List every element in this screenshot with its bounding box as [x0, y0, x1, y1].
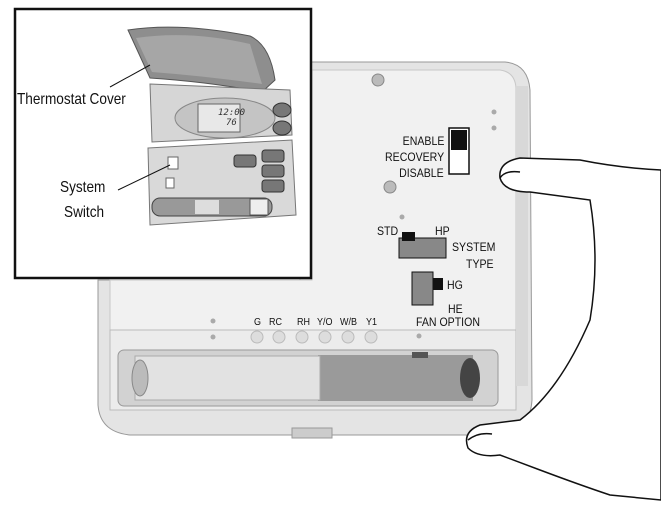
terminal-label-y1: Y1 [366, 317, 378, 328]
inset-thermostat-view [13, 7, 313, 280]
system-switch-label-2: Switch [64, 204, 105, 221]
system-switch-icon [167, 156, 179, 170]
terminal-label-g: G [254, 317, 262, 328]
battery-icon [117, 349, 499, 407]
recovery-label: RECOVERY [384, 150, 444, 164]
enable-label: ENABLE [402, 134, 444, 148]
thermostat-cover-label: Thermostat Cover [17, 91, 126, 108]
hg-label: HG [447, 278, 463, 292]
terminal-label-rh: RH [297, 317, 311, 328]
he-label: HE [448, 302, 463, 316]
hp-label: HP [435, 224, 450, 238]
lcd-temperature: 76 [226, 118, 237, 128]
system-switch-label-1: System [60, 179, 106, 196]
fan-option-switch[interactable] [411, 271, 443, 306]
system-type-label-2: TYPE [466, 257, 494, 271]
std-label: STD [377, 224, 399, 238]
terminal-label-yo: Y/O [317, 317, 333, 328]
terminal-label-rc: RC [269, 317, 283, 328]
hand-illustration [465, 157, 661, 501]
system-type-switch[interactable] [398, 232, 447, 259]
terminal-label-wb: W/B [340, 317, 358, 328]
recovery-switch[interactable] [448, 127, 470, 175]
lcd-time: 12:00 [218, 108, 246, 118]
disable-label: DISABLE [399, 166, 444, 180]
fan-option-label: FAN OPTION [416, 315, 480, 329]
terminal-screws [250, 330, 378, 344]
system-type-label-1: SYSTEM [452, 240, 496, 254]
thermostat-base [97, 61, 533, 439]
